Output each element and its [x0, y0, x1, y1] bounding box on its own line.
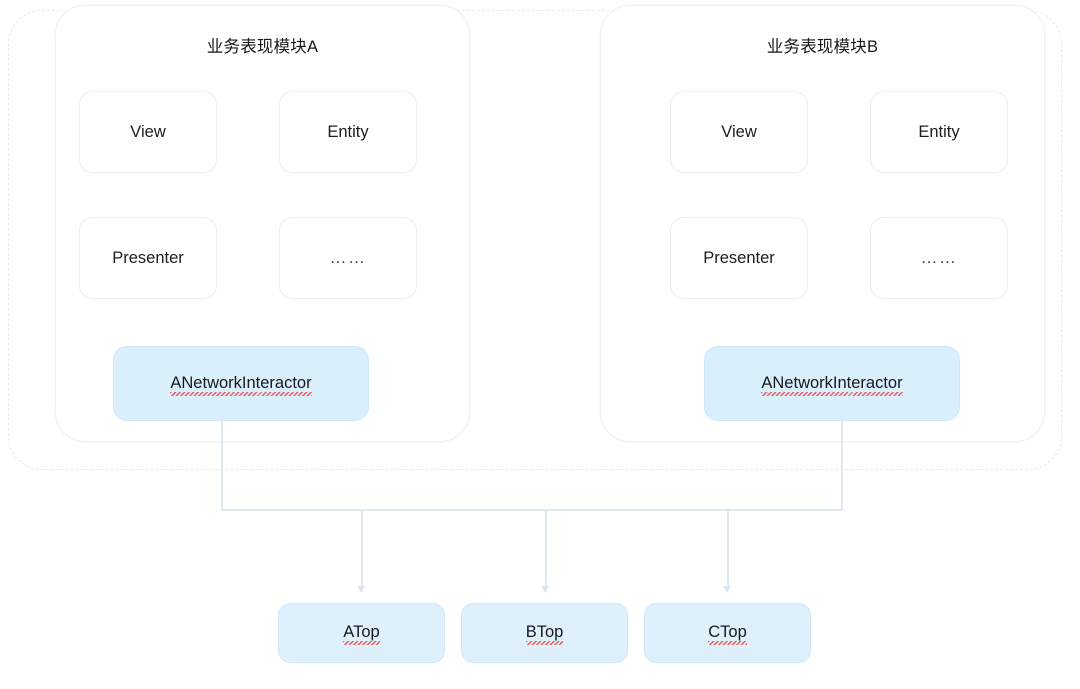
- card-presenter-b[interactable]: Presenter: [670, 217, 808, 299]
- card-label: ……: [920, 248, 958, 267]
- arrowhead-to-btop: [541, 586, 549, 593]
- card-entity-a[interactable]: Entity: [279, 91, 417, 173]
- connector-from-interactor-b: [841, 415, 843, 510]
- card-view-a[interactable]: View: [79, 91, 217, 173]
- module-panel-a[interactable]: 业务表现模块A View Entity Presenter …… ANetwor…: [55, 5, 470, 442]
- bottom-node-atop-label: ATop: [343, 623, 381, 645]
- card-ellipsis-b[interactable]: ……: [870, 217, 1008, 299]
- network-interactor-a-label: ANetworkInteractor: [170, 373, 312, 396]
- network-interactor-b[interactable]: ANetworkInteractor: [704, 346, 960, 421]
- bottom-node-btop[interactable]: BTop: [461, 603, 628, 663]
- card-label: ……: [329, 248, 367, 267]
- module-b-title: 业务表现模块B: [766, 38, 879, 56]
- card-view-b[interactable]: View: [670, 91, 808, 173]
- arrowhead-to-atop: [357, 586, 365, 593]
- connector-to-btop: [545, 509, 547, 587]
- module-panel-b[interactable]: 业务表现模块B View Entity Presenter …… ANetwor…: [600, 5, 1045, 442]
- card-label: Entity: [918, 122, 960, 141]
- connector-horizontal-bus: [221, 509, 842, 511]
- module-a-title: 业务表现模块A: [206, 38, 319, 56]
- connector-to-ctop: [727, 509, 729, 587]
- bottom-node-btop-label: BTop: [525, 623, 564, 645]
- connector-to-atop: [361, 509, 363, 587]
- outer-group-container: [8, 10, 1062, 470]
- network-interactor-a[interactable]: ANetworkInteractor: [113, 346, 369, 421]
- bottom-node-ctop[interactable]: CTop: [644, 603, 811, 663]
- network-interactor-b-label: ANetworkInteractor: [761, 373, 903, 396]
- card-label: Presenter: [112, 248, 184, 267]
- card-label: View: [721, 122, 757, 141]
- arrowhead-to-ctop: [723, 586, 731, 593]
- card-label: Entity: [327, 122, 369, 141]
- card-entity-b[interactable]: Entity: [870, 91, 1008, 173]
- connector-from-interactor-a: [221, 415, 223, 510]
- card-label: Presenter: [703, 248, 775, 267]
- card-presenter-a[interactable]: Presenter: [79, 217, 217, 299]
- card-label: View: [130, 122, 166, 141]
- bottom-node-ctop-label: CTop: [708, 623, 747, 645]
- bottom-node-atop[interactable]: ATop: [278, 603, 445, 663]
- card-ellipsis-a[interactable]: ……: [279, 217, 417, 299]
